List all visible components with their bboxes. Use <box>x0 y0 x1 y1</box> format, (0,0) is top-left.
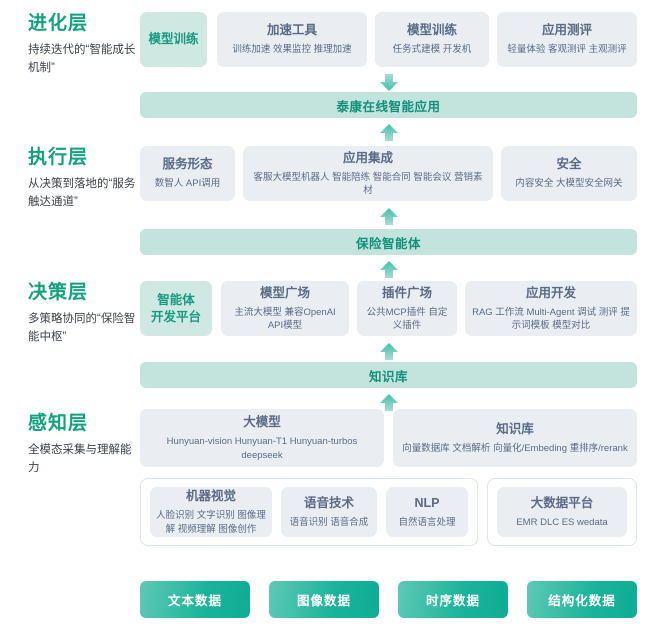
card-title: 服务形态 <box>162 157 213 172</box>
band-insurance-agent[interactable]: 保险智能体 <box>140 229 637 255</box>
card-title: 加速工具 <box>266 23 317 38</box>
arrow-up-icon <box>378 122 400 142</box>
layer-subtitle-evolution: 持续迭代的“智能成长机制” <box>28 43 136 74</box>
layer-title-decision: 决策层 <box>28 282 89 303</box>
chip-label: 结构化数据 <box>548 594 616 608</box>
card-subtitle: 向量数据库 文档解析 向量化/Embeding 重排序/rerank <box>402 442 628 454</box>
card-title: 智能体 开发平台 <box>150 293 201 324</box>
card-evolution-model-training-highlight[interactable]: 模型训练 <box>140 12 207 67</box>
card-perception-speech-technology[interactable]: 语音技术 语音识别 语音合成 <box>281 487 377 537</box>
card-title: 语音技术 <box>303 495 354 510</box>
card-decision-app-development[interactable]: 应用开发 RAG 工作流 Multi-Agent 调试 测评 提示词模板 模型对… <box>465 281 637 336</box>
layer-subtitle-execution: 从决策到落地的“服务触达通道” <box>28 177 136 208</box>
band-knowledge-base[interactable]: 知识库 <box>140 362 637 388</box>
card-subtitle: 内容安全 大模型安全网关 <box>515 178 623 190</box>
layer-title-execution: 执行层 <box>28 147 89 168</box>
card-title: NLP <box>414 495 440 510</box>
card-subtitle: 公共MCP插件 自定义插件 <box>366 306 448 332</box>
layer-subtitle-decision: 多策略协同的“保险智能中枢” <box>28 312 136 343</box>
card-title: 模型训练 <box>406 23 457 38</box>
card-perception-knowledge-base[interactable]: 知识库 向量数据库 文档解析 向量化/Embeding 重排序/rerank <box>393 409 637 467</box>
arrow-up-icon <box>378 392 400 412</box>
card-decision-plugin-plaza[interactable]: 插件广场 公共MCP插件 自定义插件 <box>357 281 457 336</box>
card-subtitle: 客服大模型机器人 智能陪练 智能合同 智能会议 营销素材 <box>253 171 483 197</box>
card-title: 应用集成 <box>342 150 393 165</box>
arrow-up-icon <box>378 206 400 226</box>
card-subtitle: 训练加速 效果监控 推理加速 <box>232 44 352 56</box>
card-subtitle: RAG 工作流 Multi-Agent 调试 测评 提示词模板 模型对比 <box>472 306 630 332</box>
band-label: 保险智能体 <box>355 236 421 251</box>
card-subtitle: 主流大模型 兼容OpenAI API模型 <box>234 306 336 332</box>
data-chip-timeseries[interactable]: 时序数据 <box>398 581 508 618</box>
card-perception-big-data-platform[interactable]: 大数据平台 EMR DLC ES wedata <box>497 487 627 537</box>
data-chip-structured[interactable]: 结构化数据 <box>527 581 637 618</box>
card-subtitle: 任务式建模 开发机 <box>392 44 472 56</box>
card-title: 安全 <box>556 157 582 172</box>
card-execution-service-form[interactable]: 服务形态 数智人 API调用 <box>140 146 235 201</box>
card-evolution-app-evaluation[interactable]: 应用测评 轻量体验 客观测评 主观测评 <box>497 12 637 67</box>
card-perception-large-model[interactable]: 大模型 Hunyuan-vision Hunyuan-T1 Hunyuan-tu… <box>140 409 384 467</box>
card-execution-app-integration[interactable]: 应用集成 客服大模型机器人 智能陪练 智能合同 智能会议 营销素材 <box>243 146 493 201</box>
card-execution-security[interactable]: 安全 内容安全 大模型安全网关 <box>501 146 637 201</box>
layer-label-evolution: 进化层 持续迭代的“智能成长机制” <box>28 13 138 78</box>
arrow-down-icon <box>378 73 400 93</box>
card-subtitle: 数智人 API调用 <box>154 178 221 190</box>
card-evolution-acceleration-tools[interactable]: 加速工具 训练加速 效果监控 推理加速 <box>217 12 367 67</box>
arrow-up-icon <box>378 341 400 361</box>
layer-label-execution: 执行层 从决策到落地的“服务触达通道” <box>28 147 138 212</box>
card-subtitle: 语音识别 语音合成 <box>289 516 369 528</box>
card-title: 应用测评 <box>541 23 592 38</box>
card-perception-nlp[interactable]: NLP 自然语言处理 <box>386 487 468 537</box>
card-decision-agent-dev-platform-highlight[interactable]: 智能体 开发平台 <box>140 281 212 336</box>
band-label: 泰康在线智能应用 <box>336 99 441 114</box>
card-title: 应用开发 <box>525 285 576 300</box>
layer-label-decision: 决策层 多策略协同的“保险智能中枢” <box>28 282 138 347</box>
data-chip-image[interactable]: 图像数据 <box>269 581 379 618</box>
card-title: 模型广场 <box>259 285 310 300</box>
card-decision-model-plaza[interactable]: 模型广场 主流大模型 兼容OpenAI API模型 <box>221 281 349 336</box>
card-title: 模型训练 <box>148 32 199 47</box>
card-title: 机器视觉 <box>185 489 236 504</box>
layer-title-perception: 感知层 <box>28 413 89 434</box>
layer-subtitle-perception: 全模态采集与理解能力 <box>28 443 132 474</box>
card-subtitle: Hunyuan-vision Hunyuan-T1 Hunyuan-turbos… <box>166 436 358 461</box>
arrow-up-icon <box>378 259 400 279</box>
chip-label: 图像数据 <box>296 594 351 608</box>
chip-label: 文本数据 <box>167 594 222 608</box>
card-perception-machine-vision[interactable]: 机器视觉 人脸识别 文字识别 图像理解 视频理解 图像创作 <box>150 487 272 537</box>
card-subtitle: EMR DLC ES wedata <box>516 516 608 528</box>
card-title: 插件广场 <box>381 285 432 300</box>
card-title: 大数据平台 <box>530 495 594 510</box>
card-evolution-model-training[interactable]: 模型训练 任务式建模 开发机 <box>375 12 489 67</box>
card-subtitle: 轻量体验 客观测评 主观测评 <box>507 44 627 56</box>
card-subtitle: 人脸识别 文字识别 图像理解 视频理解 图像创作 <box>156 510 266 535</box>
layer-label-perception: 感知层 全模态采集与理解能力 <box>28 413 138 478</box>
card-subtitle: 自然语言处理 <box>398 516 456 528</box>
layer-title-evolution: 进化层 <box>28 13 89 34</box>
chip-label: 时序数据 <box>425 594 480 608</box>
data-chip-text[interactable]: 文本数据 <box>140 581 250 618</box>
card-title: 大模型 <box>243 415 281 430</box>
band-taikang-online-ai-apps[interactable]: 泰康在线智能应用 <box>140 92 637 118</box>
band-label: 知识库 <box>368 369 408 384</box>
card-title: 知识库 <box>496 421 534 436</box>
